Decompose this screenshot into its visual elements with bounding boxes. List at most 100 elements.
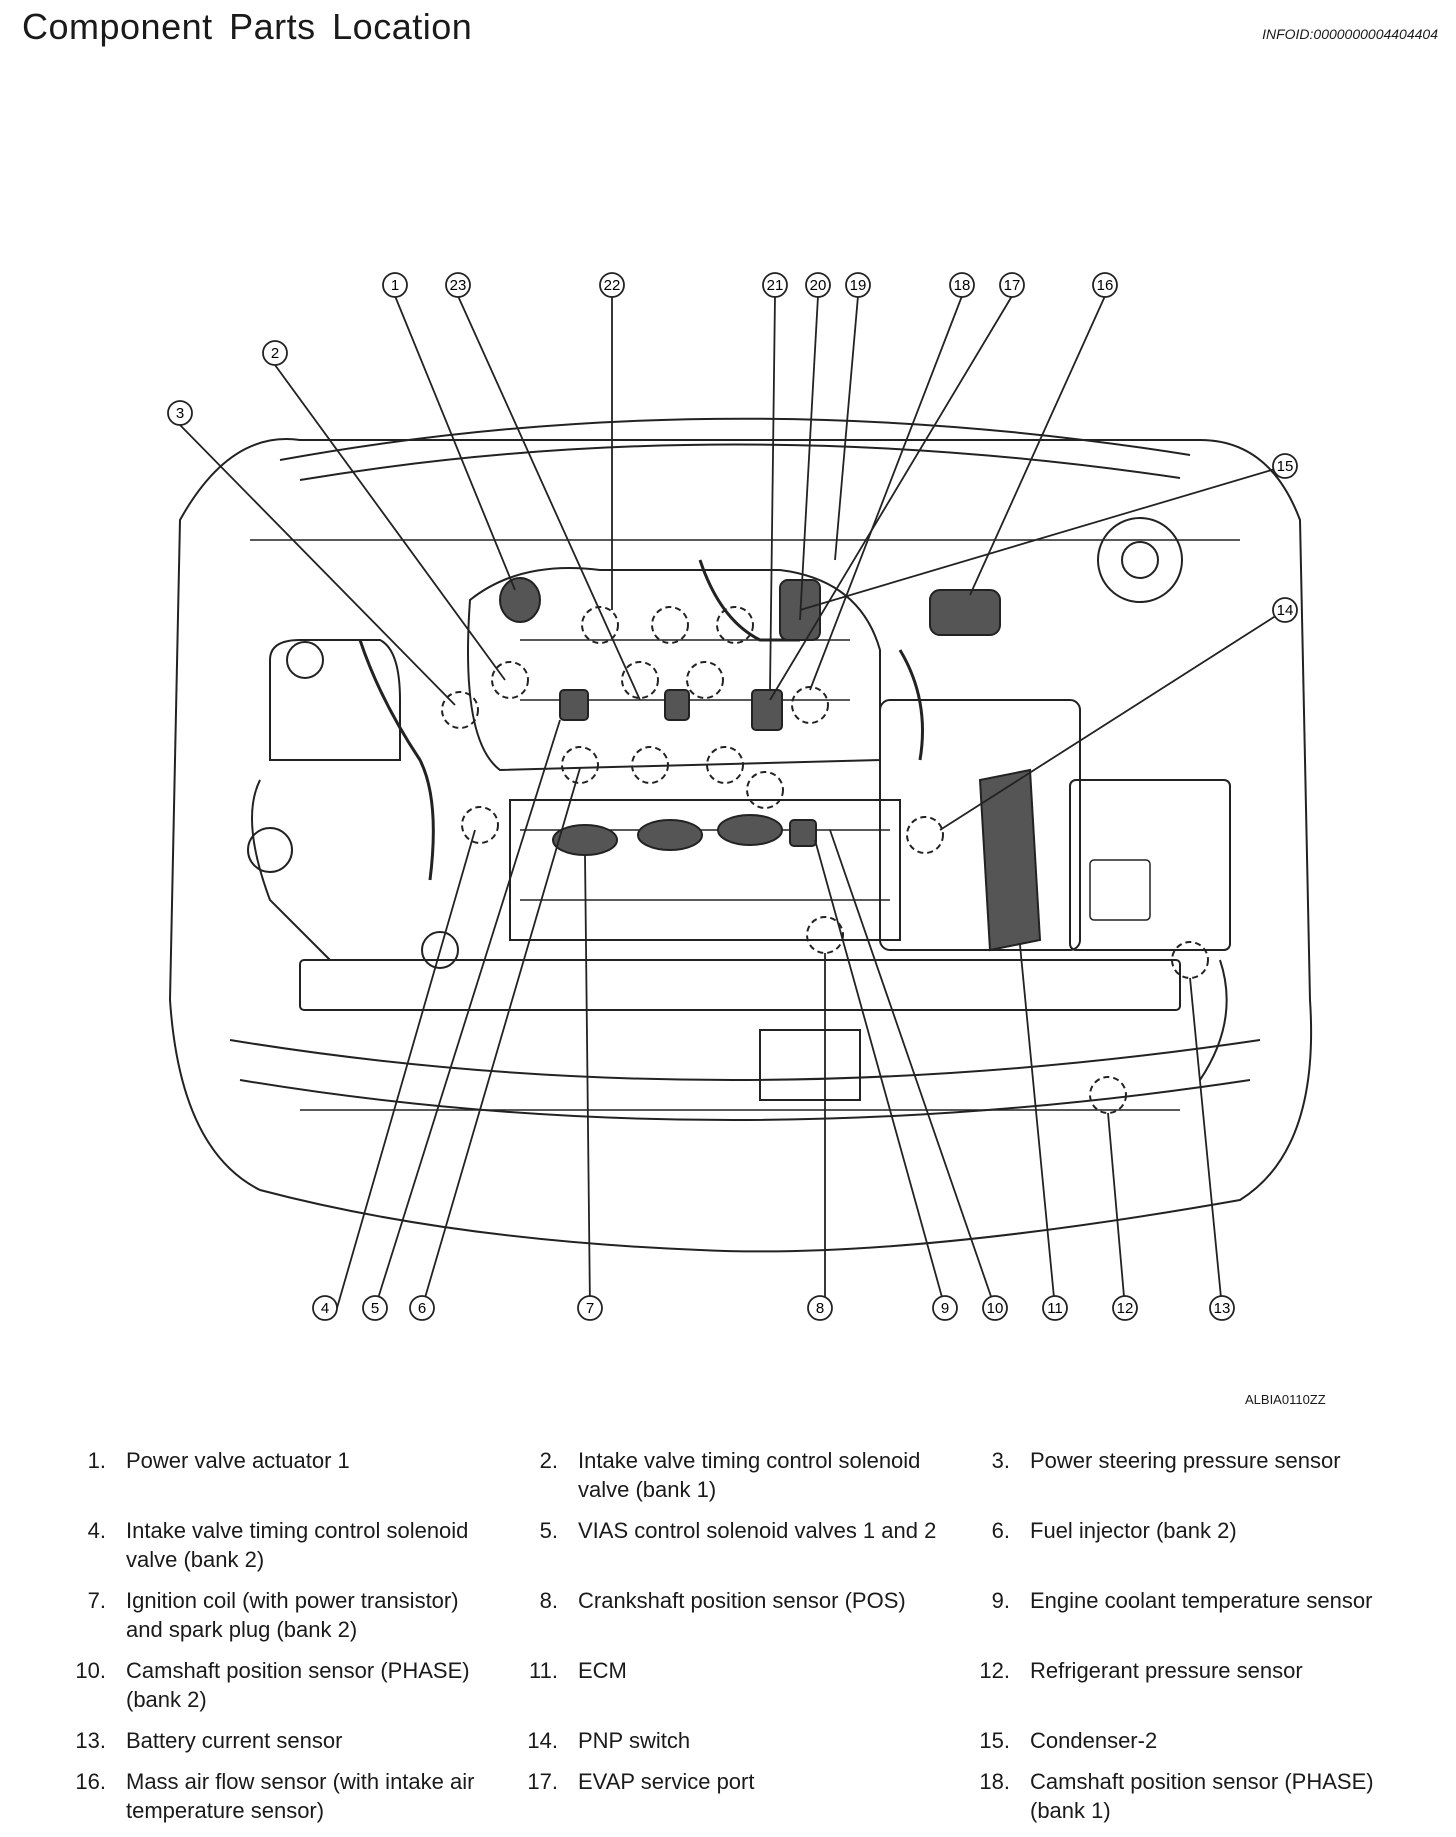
legend-text: Ignition coil (with power transistor) an… [126, 1588, 459, 1642]
hoses [358, 639, 435, 881]
callout-17: 17 [999, 272, 1025, 298]
callout-10: 10 [982, 1295, 1008, 1321]
loc-fuel-injector-b [651, 606, 689, 644]
parts-legend: 1.Power valve actuator 1 2.Intake valve … [50, 1446, 1440, 1837]
legend-number: 7. [87, 1588, 106, 1613]
legend-item: 6.Fuel injector (bank 2) [954, 1516, 1394, 1574]
callout-21: 21 [762, 272, 788, 298]
callout-19: 19 [845, 272, 871, 298]
legend-item: 12.Refrigerant pressure sensor [954, 1656, 1394, 1714]
legend-text: Camshaft position sensor (PHASE) (bank 1… [1030, 1769, 1374, 1823]
callout-10-label: 10 [987, 1300, 1004, 1317]
legend-row: 10. Camshaft position sensor (PHASE) (ban… [50, 1656, 1440, 1714]
reservoir-left [269, 639, 401, 761]
legend-item: 2.Intake valve timing control solenoid v… [502, 1446, 954, 1504]
engine-block [509, 799, 901, 941]
legend-number: 17. [527, 1769, 558, 1794]
loc-refrigerant-sensor [1089, 1076, 1127, 1114]
ignition-coil-3 [717, 814, 783, 846]
legend-text: Crankshaft position sensor (POS) [578, 1588, 906, 1613]
loc-intake-valve-bank1 [491, 661, 529, 699]
loc-vias-d [746, 771, 784, 809]
callout-9: 9 [932, 1295, 958, 1321]
legend-text: VIAS control solenoid valves 1 and 2 [578, 1518, 937, 1543]
legend-row: 4. Intake valve timing control solenoid v… [50, 1516, 1440, 1574]
legend-item: 4. Intake valve timing control solenoid v… [50, 1516, 502, 1574]
legend-item: 1.Power valve actuator 1 [50, 1446, 502, 1504]
legend-number: 14. [527, 1728, 558, 1753]
legend-item: 3.Power steering pressure sensor [954, 1446, 1394, 1504]
legend-number: 9. [991, 1588, 1010, 1613]
legend-text: Intake valve timing control solenoid val… [126, 1518, 469, 1572]
loc-vias-b [631, 746, 669, 784]
callout-7: 7 [577, 1295, 603, 1321]
legend-text: EVAP service port [578, 1769, 755, 1794]
legend-number: 3. [991, 1448, 1010, 1473]
legend-item: 11. ECM [502, 1656, 954, 1714]
legend-item: 14.PNP switch [502, 1726, 954, 1755]
callout-1-label: 1 [391, 277, 399, 294]
legend-item: 16. Mass air flow sensor (with intake air… [50, 1767, 502, 1825]
legend-number: 18. [979, 1769, 1010, 1794]
callout-19-label: 19 [850, 277, 867, 294]
legend-item: 18. Camshaft position sensor (PHASE) (ban… [954, 1767, 1394, 1825]
callout-3: 3 [167, 400, 193, 426]
callout-17-label: 17 [1004, 277, 1021, 294]
callout-12-label: 12 [1117, 1300, 1134, 1317]
callout-4-label: 4 [321, 1300, 329, 1317]
vias-solenoid [559, 689, 589, 721]
legend-number: 12. [979, 1658, 1010, 1683]
legend-number: 4. [87, 1518, 106, 1543]
hood-outline [168, 438, 1313, 1253]
callout-9-label: 9 [941, 1300, 949, 1317]
callout-5: 5 [362, 1295, 388, 1321]
callout-14: 14 [1272, 597, 1298, 623]
loc-fuel-injector-a [581, 606, 619, 644]
callout-20: 20 [805, 272, 831, 298]
legend-number: 15. [979, 1728, 1010, 1753]
legend-text: Power valve actuator 1 [126, 1448, 350, 1473]
legend-number: 11. [529, 1658, 558, 1683]
callout-22-label: 22 [604, 277, 621, 294]
callout-8: 8 [807, 1295, 833, 1321]
strut-tower-right [1097, 517, 1183, 603]
ignition-coil-2 [637, 819, 703, 851]
callout-23: 23 [445, 272, 471, 298]
legend-text: Condenser-2 [1030, 1728, 1158, 1753]
page-title: Component Parts Location [22, 6, 473, 47]
legend-number: 5. [539, 1518, 558, 1543]
legend-number: 6. [991, 1518, 1010, 1543]
legend-text: ECM [578, 1658, 627, 1683]
legend-row: 1.Power valve actuator 1 2.Intake valve … [50, 1446, 1440, 1504]
loc-cam-sensor-bank1 [791, 686, 829, 724]
callout-22: 22 [599, 272, 625, 298]
callout-16-label: 16 [1097, 277, 1114, 294]
callout-16: 16 [1092, 272, 1118, 298]
legend-number: 10. [75, 1658, 106, 1683]
legend-number: 2. [539, 1448, 558, 1473]
loc-fuel-injector-c [716, 606, 754, 644]
legend-text: Camshaft position sensor (PHASE) (bank 2… [126, 1658, 470, 1712]
loc-valve-bank2 [461, 806, 499, 844]
air-cleaner [879, 699, 1081, 951]
callout-8-label: 8 [816, 1300, 824, 1317]
legend-number: 13. [75, 1728, 106, 1753]
legend-item: 13. Battery current sensor [50, 1726, 502, 1755]
legend-number: 16. [75, 1769, 106, 1794]
legend-row: 13.Battery current sensor 14.PNP switch … [50, 1726, 1440, 1755]
legend-item: 17. EVAP service port [502, 1767, 954, 1825]
callout-7-label: 7 [586, 1300, 594, 1317]
legend-item: 10. Camshaft position sensor (PHASE) (ban… [50, 1656, 502, 1714]
legend-item: 8.Crankshaft position sensor (POS) [502, 1586, 954, 1644]
legend-text: Battery current sensor [126, 1728, 343, 1753]
callout-12: 12 [1112, 1295, 1138, 1321]
injector-unit [664, 689, 690, 721]
loc-fuel-injector-e [686, 661, 724, 699]
callout-18-label: 18 [954, 277, 971, 294]
mass-air-flow-sensor [929, 589, 1001, 636]
callout-13-label: 13 [1214, 1300, 1231, 1317]
callout-15: 15 [1272, 453, 1298, 479]
legend-text: Engine coolant temperature sensor [1030, 1588, 1373, 1613]
legend-text: Mass air flow sensor (with intake air te… [126, 1769, 475, 1823]
loc-crank-sensor [806, 916, 844, 954]
